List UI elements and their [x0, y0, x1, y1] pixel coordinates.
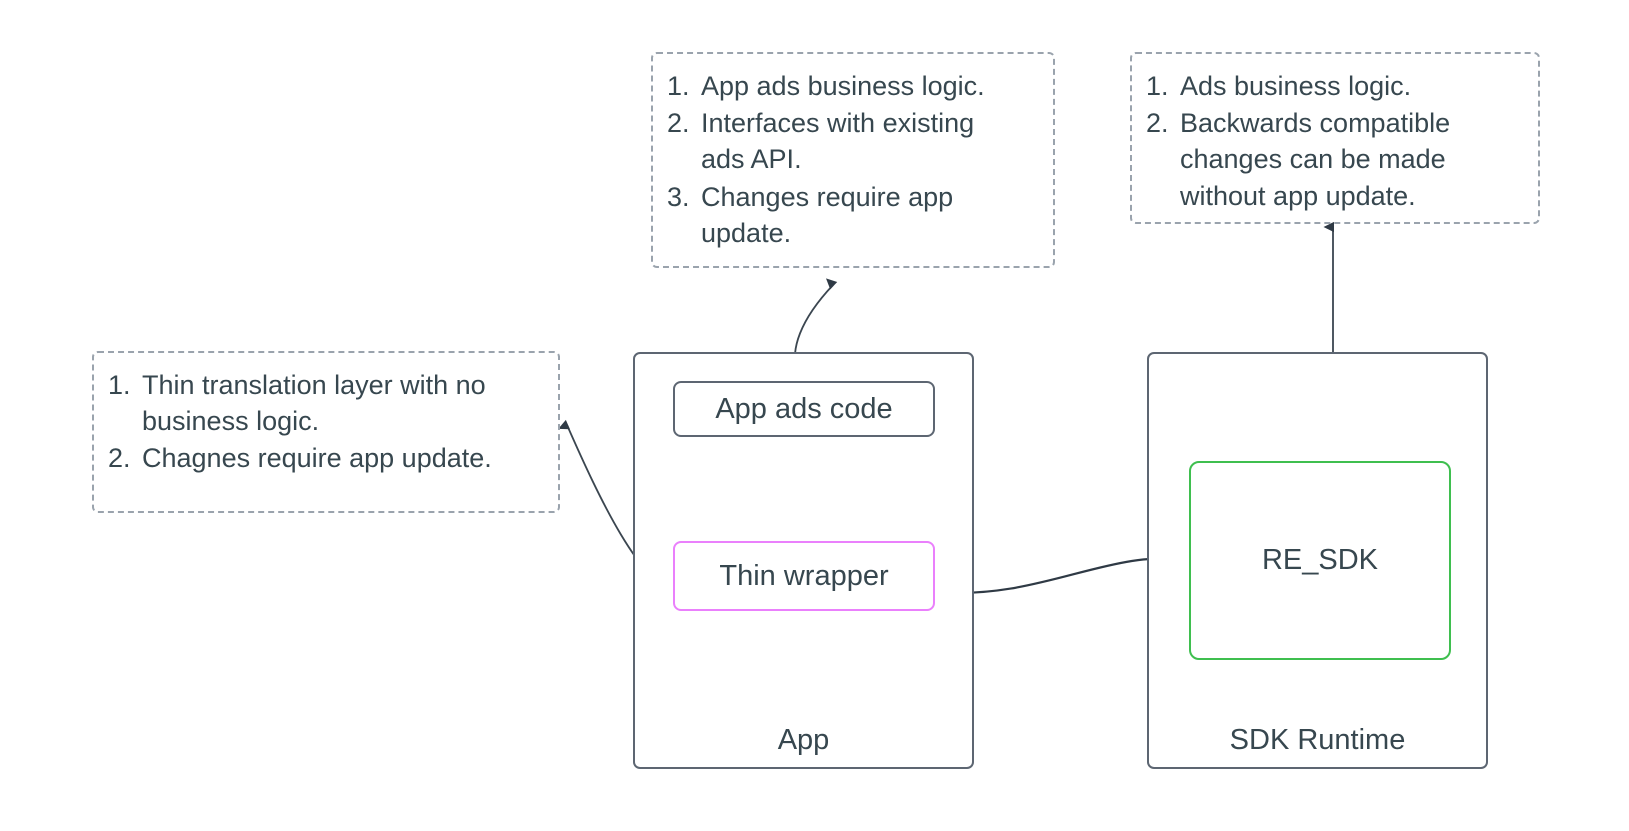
- note-re-sdk-list: Ads business logic. Backwards compatible…: [1146, 68, 1520, 214]
- box-thin-wrapper[interactable]: Thin wrapper: [673, 541, 935, 611]
- note-item: Changes require app update.: [667, 179, 954, 248]
- container-sdk-runtime-label: SDK Runtime: [1229, 724, 1406, 756]
- note-thin-wrapper: Thin translation layer with no business …: [92, 351, 560, 513]
- box-thin-wrapper-label: Thin wrapper: [719, 559, 889, 592]
- note-item: Thin translation layer with no business …: [108, 367, 486, 437]
- note-item: App ads business logic.: [667, 68, 985, 104]
- box-re-sdk[interactable]: RE_SDK: [1189, 461, 1451, 660]
- note-re-sdk: Ads business logic. Backwards compatible…: [1130, 52, 1540, 224]
- note-item: Ads business logic.: [1146, 68, 1412, 104]
- note-thin-wrapper-list: Thin translation layer with no business …: [108, 367, 540, 477]
- note-app-ads-code: App ads business logic. Interfaces with …: [651, 52, 1055, 268]
- box-app-ads-code-label: App ads code: [715, 392, 893, 425]
- note-app-ads-code-list: App ads business logic. Interfaces with …: [667, 68, 1035, 251]
- note-item: Interfaces with existing ads API.: [667, 105, 975, 175]
- note-item: Backwards compatible changes can be made…: [1146, 105, 1451, 211]
- box-app-ads-code[interactable]: App ads code: [673, 381, 935, 437]
- box-re-sdk-label: RE_SDK: [1261, 544, 1379, 576]
- container-app-label: App: [777, 724, 830, 756]
- note-item: Chagnes require app update.: [108, 440, 492, 476]
